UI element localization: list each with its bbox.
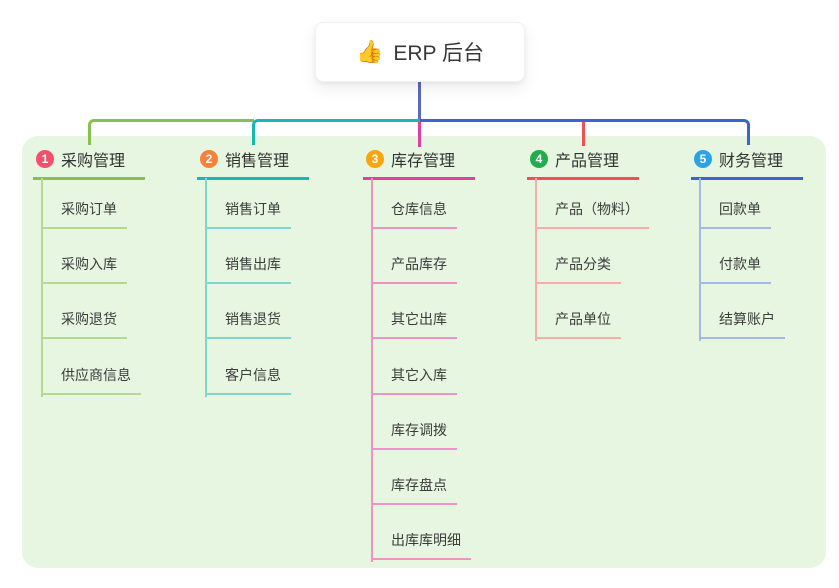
child-node[interactable]: 采购订单 (41, 199, 127, 229)
child-node[interactable]: 库存盘点 (371, 475, 457, 505)
child-node[interactable]: 采购退货 (41, 309, 127, 339)
branch-header-finance[interactable]: 5 财务管理 (691, 147, 803, 180)
child-node[interactable]: 销售出库 (205, 254, 291, 284)
branch-header-product[interactable]: 4 产品管理 (527, 147, 639, 180)
child-node[interactable]: 销售订单 (205, 199, 291, 229)
connector-root (418, 82, 421, 119)
connector-branch-purchase (88, 119, 254, 145)
connector-branch-finance (420, 119, 750, 145)
child-node[interactable]: 结算账户 (699, 309, 785, 339)
branch-header-sales[interactable]: 2 销售管理 (197, 147, 309, 180)
child-node[interactable]: 付款单 (699, 254, 771, 284)
child-node[interactable]: 采购入库 (41, 254, 127, 284)
branch-badge: 3 (366, 150, 384, 168)
child-node[interactable]: 仓库信息 (371, 199, 457, 229)
connector-branch-product (582, 122, 585, 146)
branch-label: 采购管理 (61, 153, 126, 170)
child-node[interactable]: 客户信息 (205, 365, 291, 395)
connector-trunk (535, 178, 537, 341)
branch-badge: 5 (694, 150, 712, 168)
branch-label: 销售管理 (225, 153, 290, 170)
content-panel (22, 136, 826, 568)
branch-header-inventory[interactable]: 3 库存管理 (363, 147, 475, 180)
branch-label: 财务管理 (719, 153, 784, 170)
connector-trunk (371, 178, 373, 562)
child-node[interactable]: 出库库明细 (371, 530, 471, 560)
connector-trunk (205, 178, 207, 397)
connector-trunk (699, 178, 701, 341)
child-node[interactable]: 其它入库 (371, 365, 457, 395)
root-node[interactable]: 👍 ERP 后台 (315, 22, 525, 82)
root-title: ERP 后台 (393, 42, 485, 65)
branch-label: 库存管理 (391, 153, 456, 170)
child-node[interactable]: 产品分类 (535, 254, 621, 284)
thumbs-up-icon: 👍 (355, 39, 384, 64)
child-node[interactable]: 产品库存 (371, 254, 457, 284)
branch-badge: 4 (530, 150, 548, 168)
branch-badge: 1 (36, 150, 54, 168)
child-node[interactable]: 销售退货 (205, 309, 291, 339)
child-node[interactable]: 产品（物料） (535, 199, 649, 229)
branch-label: 产品管理 (555, 153, 620, 170)
child-node[interactable]: 产品单位 (535, 309, 621, 339)
child-node[interactable]: 回款单 (699, 199, 771, 229)
child-node[interactable]: 其它出库 (371, 309, 457, 339)
connector-trunk (41, 178, 43, 397)
branch-header-purchase[interactable]: 1 采购管理 (33, 147, 145, 180)
child-node[interactable]: 库存调拨 (371, 420, 457, 450)
branch-badge: 2 (200, 150, 218, 168)
connector-branch-inventory (418, 122, 421, 147)
child-node[interactable]: 供应商信息 (41, 365, 141, 395)
connector-branch-sales (252, 119, 420, 145)
